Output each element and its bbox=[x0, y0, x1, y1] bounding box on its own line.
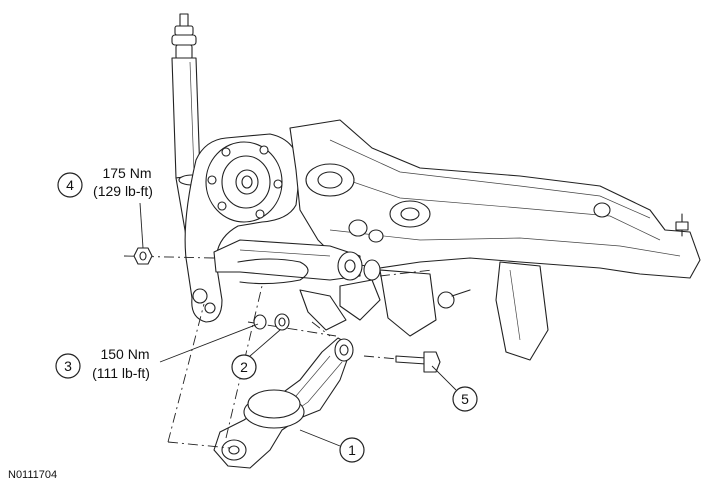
torque-lbft: (111 lb-ft) bbox=[92, 365, 150, 381]
rear-subframe bbox=[289, 119, 701, 361]
callout-3: 3 150 Nm (111 lb-ft) bbox=[55, 323, 259, 381]
torque-nm: 150 Nm bbox=[100, 346, 149, 362]
callout-1: 1 bbox=[299, 429, 365, 463]
lower-control-arm bbox=[213, 337, 354, 469]
callout-circle bbox=[339, 437, 365, 463]
callout-circle bbox=[452, 386, 478, 412]
callout-number: 1 bbox=[348, 442, 356, 458]
callout-number: 4 bbox=[66, 177, 74, 193]
callout-circle bbox=[231, 354, 257, 380]
callout-number: 3 bbox=[64, 358, 72, 374]
wheel-knuckle bbox=[184, 133, 301, 323]
callout-circle bbox=[57, 172, 83, 198]
figure-id: N0111704 bbox=[8, 469, 57, 481]
callout-number: 5 bbox=[461, 391, 469, 407]
torque-lbft: (129 lb-ft) bbox=[93, 183, 153, 199]
callout-4: 4 175 Nm (129 lb-ft) bbox=[57, 165, 153, 249]
callout-2: 2 bbox=[231, 329, 281, 380]
spring-seat-area bbox=[237, 258, 381, 331]
callout-5: 5 bbox=[431, 365, 478, 412]
callout-number: 2 bbox=[240, 359, 248, 375]
callout-circle bbox=[55, 353, 81, 379]
fasteners bbox=[123, 247, 471, 449]
torque-nm: 175 Nm bbox=[102, 165, 151, 181]
